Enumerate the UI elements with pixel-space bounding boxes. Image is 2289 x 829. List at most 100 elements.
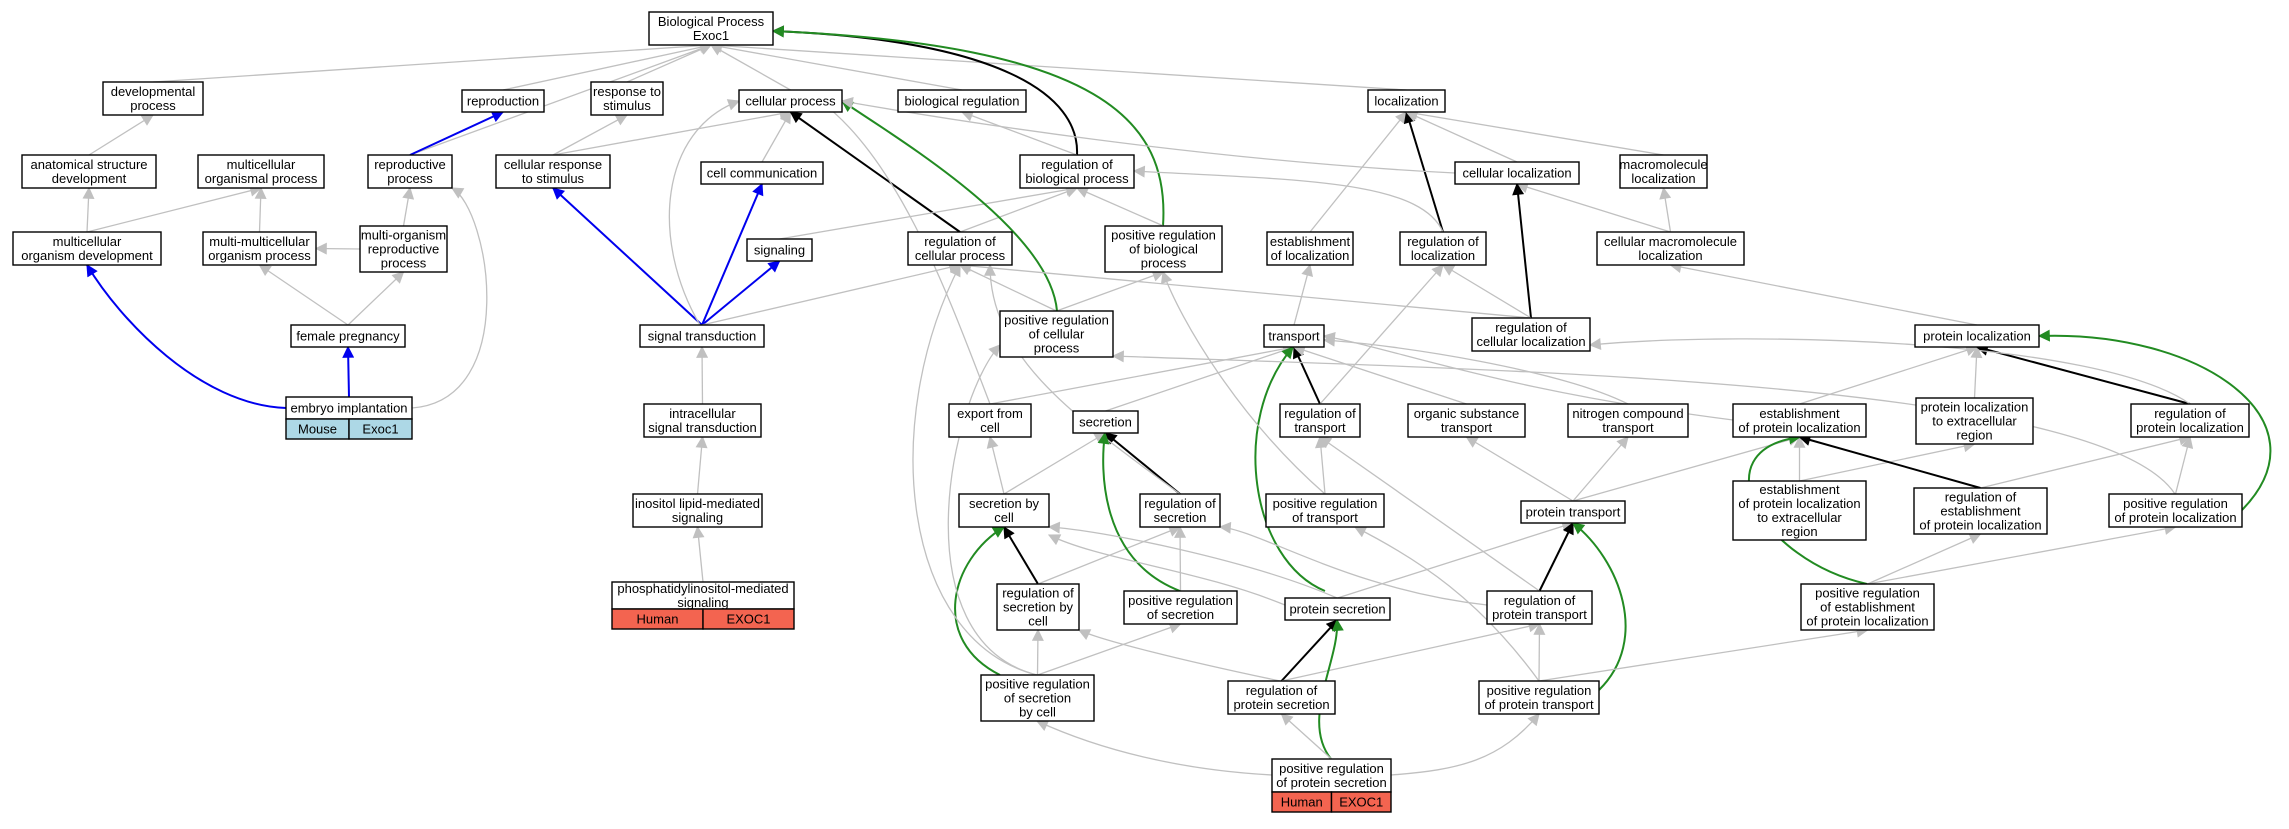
node-label-line: establishment	[1940, 504, 2021, 519]
go-term-sig[interactable]: signaling	[746, 238, 813, 262]
node-label-line: of secretion	[1004, 691, 1071, 706]
edge-ei-to-mod	[86, 263, 287, 409]
go-term-loc[interactable]: localization	[1367, 89, 1446, 113]
node-label-line: embryo implantation	[290, 401, 407, 416]
edge-trans-to-eloc	[1293, 263, 1314, 326]
go-term-repro[interactable]: reproduction	[461, 89, 545, 113]
node-box	[897, 89, 1027, 113]
edge-prs-to-secr	[1097, 431, 1181, 592]
node-label-line: of establishment	[1820, 600, 1915, 615]
edge-st-to-rcp	[701, 261, 962, 326]
node-label-line: protein transport	[1492, 607, 1587, 622]
node-label-line: secretion	[1154, 510, 1207, 525]
node-box	[1104, 225, 1223, 273]
node-label-line: of cellular	[1029, 327, 1085, 342]
go-term-ps[interactable]: protein secretion	[1284, 597, 1391, 621]
edge-st-to-cellp	[668, 99, 741, 326]
go-term-pt[interactable]: protein transport	[1520, 500, 1626, 524]
node-label-line: macromolecule	[1619, 157, 1707, 172]
go-term-secr[interactable]: secretion	[1072, 410, 1139, 434]
node-box	[1800, 583, 1935, 631]
node-label-line: positive regulation	[985, 677, 1090, 692]
node-box	[1471, 317, 1591, 352]
node-label-line: signal transduction	[648, 329, 756, 344]
node-label-line: of protein localization	[1738, 496, 1860, 511]
node-box	[1596, 231, 1745, 266]
node-box	[202, 231, 317, 266]
gene-label: EXOC1	[726, 612, 770, 627]
node-label-line: process	[387, 171, 433, 186]
node-label-line: signaling	[677, 595, 728, 610]
go-term-cc[interactable]: cell communication	[700, 161, 824, 185]
node-box	[1478, 680, 1600, 715]
node-label-line: of protein localization	[1806, 614, 1928, 629]
node-label-line: inositol lipid-mediated	[635, 496, 760, 511]
go-term-trans[interactable]: transport	[1263, 324, 1325, 348]
node-box	[12, 231, 162, 266]
go-term-st[interactable]: signal transduction	[639, 324, 765, 348]
edge-rpl-to-ploc	[1975, 343, 2191, 405]
node-box	[999, 310, 1114, 358]
node-label-line: cell	[1028, 614, 1048, 629]
edge-rcl-to-cloc	[1512, 182, 1532, 319]
node-label-line: cellular response	[504, 157, 602, 172]
go-term-cloc[interactable]: cellular localization	[1454, 161, 1580, 185]
node-label-line: localization	[1631, 171, 1695, 186]
go-term-cellp[interactable]: cellular process	[738, 89, 843, 113]
node-label-line: protein secretion	[1233, 697, 1329, 712]
node-label-line: establishment	[1270, 234, 1351, 249]
organism-label: Human	[637, 612, 679, 627]
node-label-line: organic substance	[1414, 406, 1520, 421]
go-term-fp[interactable]: female pregnancy	[290, 324, 406, 348]
node-label-line: of biological	[1129, 242, 1198, 257]
go-term-bioreg[interactable]: biological regulation	[897, 89, 1027, 113]
go-term-pims[interactable]: phosphatidylinositol-mediatedsignalingHu…	[611, 581, 795, 630]
go-term-ploc[interactable]: protein localization	[1914, 324, 2040, 348]
node-label-line: process	[130, 98, 176, 113]
node-label-line: nitrogen compound	[1572, 406, 1683, 421]
